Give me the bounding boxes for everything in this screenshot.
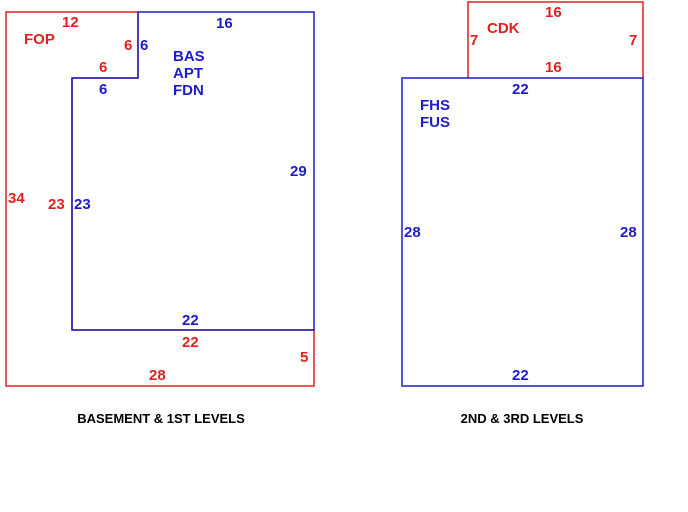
main-dim-notch-horizontal: 6	[99, 81, 107, 98]
deck-dim-right: 7	[629, 32, 637, 49]
main-dim-top: 16	[216, 15, 233, 32]
main-code-bas: BAS	[173, 48, 205, 65]
porch-dim-notch-horizontal: 6	[99, 59, 107, 76]
porch-code-label: FOP	[24, 31, 55, 48]
main-code-fdn: FDN	[173, 82, 204, 99]
upper-code-fus: FUS	[420, 114, 450, 131]
porch-dim-top: 12	[62, 14, 79, 31]
porch-dim-left: 34	[8, 190, 25, 207]
main-dim-notch-vertical: 6	[140, 37, 148, 54]
left-sketch: FOP 12 34 28 5 22 23 6 6 BAS APT FDN 16 …	[5, 11, 315, 426]
upper-floor-outline	[401, 77, 644, 387]
deck-dim-top: 16	[545, 4, 562, 21]
upper-code-fhs: FHS	[420, 97, 450, 114]
main-code-apt: APT	[173, 65, 203, 82]
main-area-outline	[71, 11, 315, 331]
upper-dim-right: 28	[620, 224, 637, 241]
porch-dim-notch-vertical: 6	[124, 37, 132, 54]
deck-code-label: CDK	[487, 20, 520, 37]
porch-dim-inner-left: 23	[48, 196, 65, 213]
upper-dim-top: 22	[512, 81, 529, 98]
main-dim-left: 23	[74, 196, 91, 213]
upper-dim-left: 28	[404, 224, 421, 241]
upper-dim-bottom: 22	[512, 367, 529, 384]
main-dim-bottom: 22	[182, 312, 199, 329]
porch-dim-bottom: 28	[149, 367, 166, 384]
deck-outline	[467, 1, 644, 78]
left-sketch-caption: BASEMENT & 1ST LEVELS	[77, 411, 245, 426]
right-sketch-caption: 2ND & 3RD LEVELS	[461, 411, 584, 426]
right-sketch: CDK 16 7 7 16 FHS FUS 22 28 28 22 2ND & …	[401, 1, 644, 426]
porch-dim-inner-bottom: 22	[182, 334, 199, 351]
main-dim-right: 29	[290, 163, 307, 180]
porch-dim-right-lower: 5	[300, 349, 308, 366]
deck-dim-left: 7	[470, 32, 478, 49]
deck-dim-bottom: 16	[545, 59, 562, 76]
